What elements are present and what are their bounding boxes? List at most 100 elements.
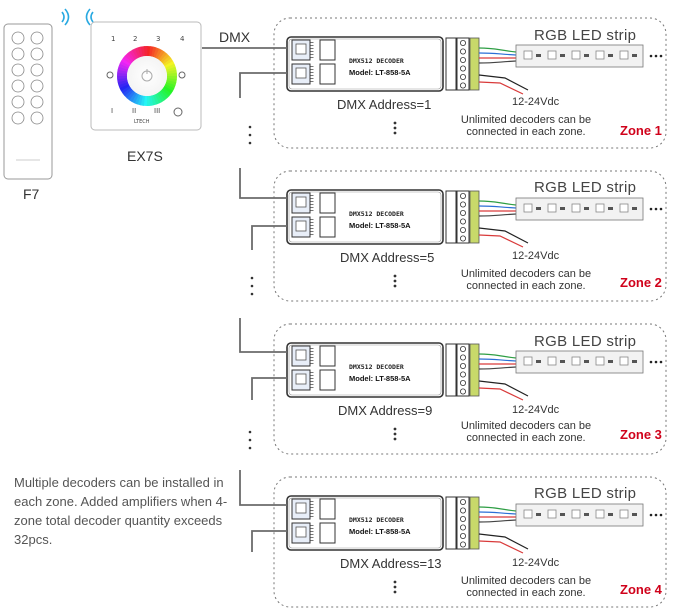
color-wheel-segment xyxy=(161,87,172,97)
strip-label: RGB LED strip xyxy=(534,27,637,44)
terminal-green xyxy=(469,190,480,244)
decoder-title: DMX512 DECODER xyxy=(349,57,404,65)
color-wheel-segment xyxy=(129,49,138,60)
zone-label: Zone 3 xyxy=(620,427,662,442)
terminal-block-left xyxy=(445,343,457,397)
unlimited-note: Unlimited decoders can be connected in e… xyxy=(460,114,592,138)
terminal-screw xyxy=(459,40,466,47)
color-wheel-segment xyxy=(126,90,136,101)
resistor xyxy=(536,360,541,363)
more-decoders-dot xyxy=(393,580,397,584)
resistor xyxy=(632,360,637,363)
strip-label: RGB LED strip xyxy=(534,485,637,502)
terminal-screw xyxy=(459,235,466,242)
continuation-dot xyxy=(649,54,653,58)
output-wire xyxy=(478,358,517,362)
color-wheel-segment xyxy=(166,78,177,83)
strip-label: RGB LED strip xyxy=(534,333,637,350)
more-decoders-dot xyxy=(393,432,397,436)
decoder-inner xyxy=(288,38,442,90)
led-chip xyxy=(547,203,557,213)
panel-key-iii: III xyxy=(154,107,161,115)
zone-border xyxy=(273,476,667,608)
rj45-port-socket xyxy=(295,196,307,208)
more-decoders-dot xyxy=(393,121,397,125)
remote-body xyxy=(3,23,53,180)
color-wheel-segment xyxy=(158,90,168,101)
color-wheel-segment xyxy=(165,82,176,89)
color-wheel-segment xyxy=(157,50,166,61)
led-chip xyxy=(523,509,533,519)
color-wheel-segment xyxy=(117,69,128,74)
resistor xyxy=(560,54,565,57)
power-wire xyxy=(478,380,529,397)
resistor xyxy=(560,513,565,516)
remote-button xyxy=(30,111,44,125)
output-wire xyxy=(478,200,517,206)
terminal-block xyxy=(456,37,470,91)
continuation-dot xyxy=(654,207,658,211)
remote-button xyxy=(11,47,25,61)
terminal-screw xyxy=(459,201,466,208)
dmx-wire-zone3-out xyxy=(251,377,287,400)
trunk-dot xyxy=(248,446,252,450)
zone-group xyxy=(273,17,667,149)
status-window xyxy=(319,522,336,544)
led-chip xyxy=(619,203,629,213)
led-chip xyxy=(571,356,581,366)
color-wheel-segment xyxy=(164,84,175,92)
power-wire xyxy=(478,227,529,244)
color-wheel-segment xyxy=(126,51,136,62)
color-wheel-segment xyxy=(134,47,142,58)
resistor xyxy=(608,513,613,516)
terminal-screw xyxy=(459,192,466,199)
terminal-screw xyxy=(459,533,466,540)
decoder-title: DMX512 DECODER xyxy=(349,516,404,524)
output-wire xyxy=(478,366,517,370)
color-wheel-segment xyxy=(117,75,128,80)
rj45-port-socket xyxy=(295,526,307,538)
remote-button xyxy=(30,79,44,93)
color-wheel-segment xyxy=(124,89,134,99)
zone-border xyxy=(273,170,667,302)
unlimited-note: Unlimited decoders can be connected in e… xyxy=(460,420,592,444)
decoder-model: Model: LT-858-5A xyxy=(349,68,411,77)
zone-label: Zone 2 xyxy=(620,275,662,290)
ex7s-panel xyxy=(90,21,202,131)
terminal-block-left xyxy=(445,37,457,91)
panel-key-i: I xyxy=(111,107,114,115)
power-wire xyxy=(478,74,529,91)
terminal-screw xyxy=(459,362,466,369)
remote-button xyxy=(11,79,25,93)
terminal-screw xyxy=(459,65,466,72)
remote-button xyxy=(11,111,25,125)
terminal-screw xyxy=(459,48,466,55)
terminal-screw xyxy=(459,371,466,378)
zone-border xyxy=(273,17,667,149)
more-decoders-dot xyxy=(393,590,397,594)
continuation-dot xyxy=(654,54,658,58)
led-chip xyxy=(595,356,605,366)
resistor xyxy=(608,207,613,210)
zone-label: Zone 1 xyxy=(620,123,662,138)
output-wire xyxy=(478,519,517,523)
terminal-screw xyxy=(459,541,466,548)
f7-remote xyxy=(3,23,53,180)
rj45-port-socket xyxy=(295,43,307,55)
status-window xyxy=(319,39,336,61)
panel-key-4: 4 xyxy=(180,35,185,43)
terminal-screw xyxy=(459,388,466,395)
terminal-block xyxy=(456,343,470,397)
status-window xyxy=(319,345,336,367)
terminal-screw xyxy=(459,57,466,64)
continuation-dot xyxy=(654,360,658,364)
color-wheel-segment xyxy=(163,58,174,67)
output-wire xyxy=(478,47,517,53)
led-chip xyxy=(523,356,533,366)
more-decoders-dot xyxy=(393,279,397,283)
trunk-dot xyxy=(248,125,252,129)
wifi-arc xyxy=(61,11,65,23)
terminal-block-left xyxy=(445,496,457,550)
voltage-label: 12-24Vdc xyxy=(512,250,560,262)
zone-label: Zone 4 xyxy=(620,582,662,597)
